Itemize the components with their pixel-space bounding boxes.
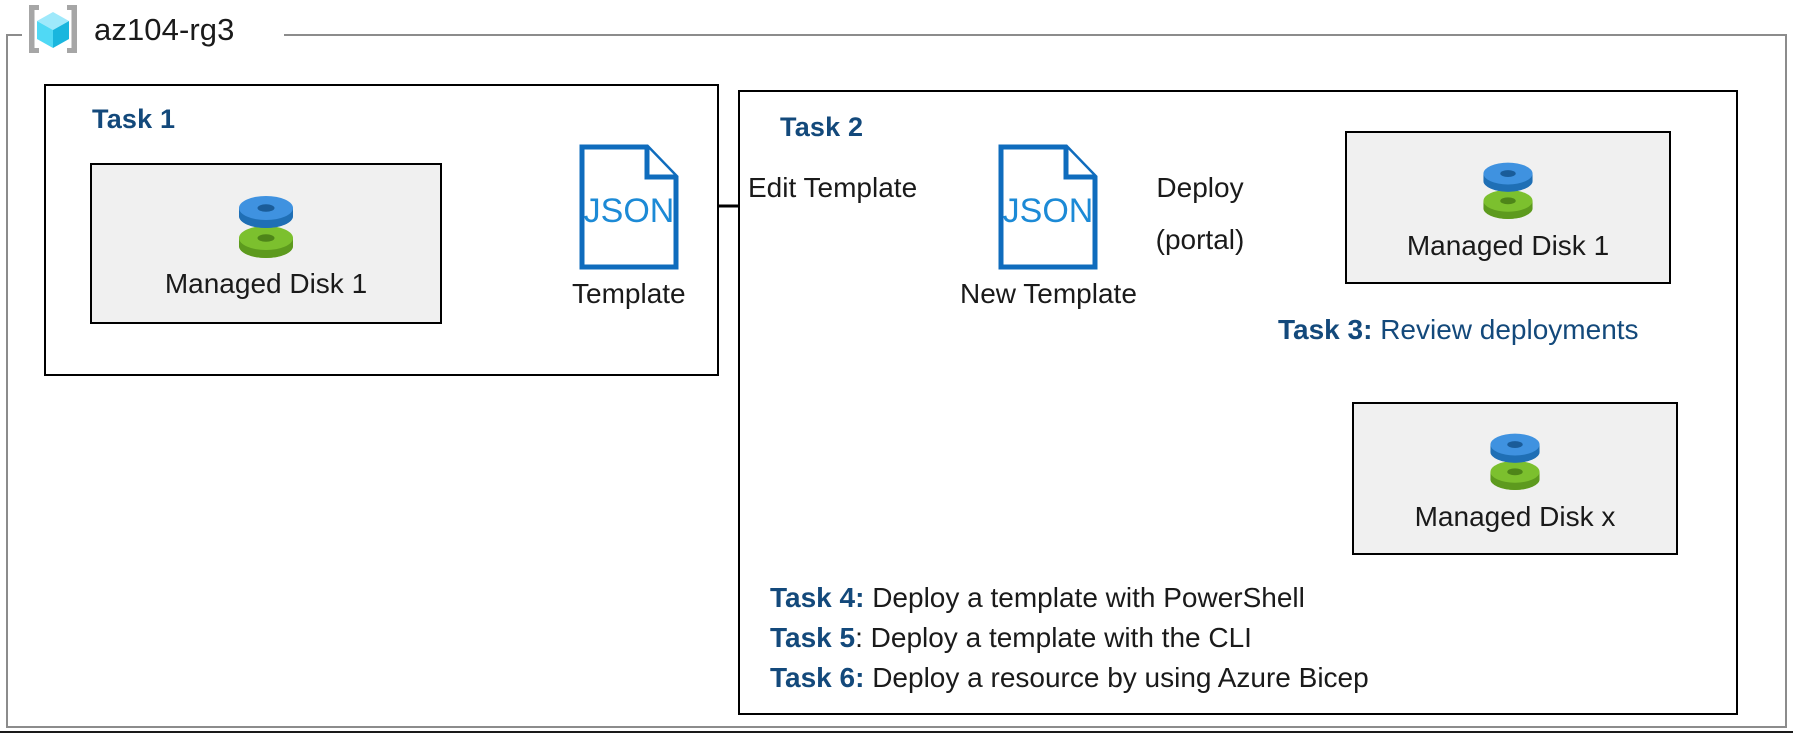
task-5-note: Task 5: Deploy a template with the CLI: [770, 620, 1252, 655]
resource-group-header: az104-rg3: [26, 2, 235, 56]
task1-template: JSON Template: [572, 144, 686, 310]
edge-label-deploy-portal: Deploy (portal): [1100, 172, 1300, 256]
task-6-value: Deploy a resource by using Azure Bicep: [872, 662, 1369, 693]
task2-managed-disk-1-box: Managed Disk 1: [1345, 131, 1671, 284]
task-3-value: Review deployments: [1380, 314, 1639, 345]
task-5-key: Task 5: [770, 622, 856, 653]
managed-disk-icon: [233, 188, 299, 262]
task2-managed-disk-x-label: Managed Disk x: [1414, 500, 1616, 532]
azure-resource-group-icon: [26, 2, 80, 56]
json-file-icon: JSON: [579, 144, 679, 270]
task-3-key: Task 3:: [1278, 314, 1373, 345]
resource-group-name: az104-rg3: [94, 11, 235, 47]
task1-template-caption: Template: [572, 278, 686, 309]
json-file-icon: JSON: [998, 144, 1098, 270]
task-6-note: Task 6: Deploy a resource by using Azure…: [770, 660, 1369, 695]
task-4-note: Task 4: Deploy a template with PowerShel…: [770, 580, 1305, 615]
svg-text:JSON: JSON: [583, 192, 674, 230]
task2-managed-disk-1-label: Managed Disk 1: [1406, 229, 1610, 261]
resource-group-frame: [6, 34, 1787, 728]
managed-disk-icon: [1485, 425, 1545, 495]
managed-disk-icon: [1478, 154, 1538, 224]
task-2-title: Task 2: [780, 112, 864, 142]
task-6-key: Task 6:: [770, 662, 865, 693]
task-3-note: Task 3: Review deployments: [1278, 312, 1639, 347]
task-5-value: : Deploy a template with the CLI: [855, 622, 1252, 653]
task1-managed-disk-1-label: Managed Disk 1: [164, 267, 368, 299]
task1-managed-disk-1-box: Managed Disk 1: [90, 163, 442, 324]
task-4-key: Task 4:: [770, 582, 865, 613]
task-1-title: Task 1: [92, 104, 176, 134]
svg-text:JSON: JSON: [1003, 192, 1094, 230]
edge-label-deploy-line2: (portal): [1155, 224, 1245, 256]
task2-new-template-caption: New Template: [960, 278, 1137, 309]
page-bottom-edge: [0, 731, 1793, 745]
task-4-value: Deploy a template with PowerShell: [872, 582, 1305, 613]
task2-new-template: JSON New Template: [960, 144, 1137, 310]
edge-label-edit-template: Edit Template: [748, 172, 918, 203]
task2-managed-disk-x-box: Managed Disk x: [1352, 402, 1678, 555]
edge-label-deploy-line1: Deploy: [1156, 172, 1244, 203]
